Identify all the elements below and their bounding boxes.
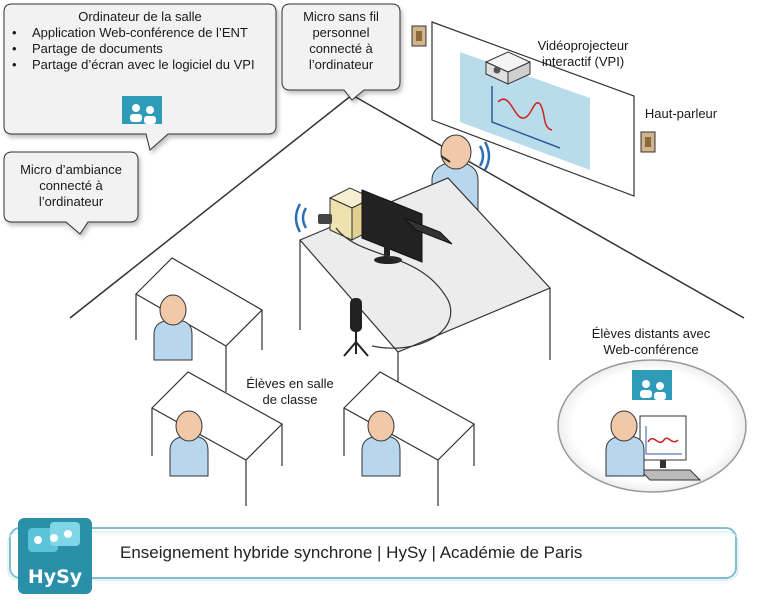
student-desk-1 [135,257,263,392]
wireless-mic-callout [281,3,401,101]
projection-screen [431,21,635,197]
footer-title: Enseignement hybride synchrone | HySy | … [120,543,583,562]
projector-label-line: interactif (VPI) [541,54,625,69]
hysy-logo-text: HySy [27,566,83,588]
ambient-mic-line: l’ordinateur [38,194,104,209]
remote-students-line: Web-conférence [603,342,699,357]
computer-callout-title: Ordinateur de la salle [78,9,202,24]
classroom-students-line: Élèves en salle [246,376,334,391]
wireless-mic-line: personnel [312,25,370,40]
videoconference-icon [632,370,672,400]
wireless-mic-callout-text: Micro sans fil personnel connecté à l’or… [284,9,398,73]
student-figure-2 [169,410,209,477]
ambient-mic-callout-text: Micro d’ambiance connecté à l’ordinateur [6,162,136,210]
hysy-logo [18,518,92,594]
desk-camera-mic-icon [294,203,332,233]
projector-icon [484,51,532,85]
remote-students-label: Élèves distants avec Web-conférence [576,326,726,358]
keyboard-icon [403,217,453,245]
student-figure-3 [361,410,401,477]
computer-callout-icon [122,96,162,124]
ambient-mic-callout [3,151,139,235]
list-item: Partage de documents [6,41,274,57]
student-desk-3 [343,371,475,506]
list-item: Application Web-conférence de l’ENT [6,25,274,41]
classroom-students-line: de classe [262,392,318,407]
list-item: Partage d’écran avec le logiciel du VPI [6,57,274,73]
monitor-icon [361,189,423,264]
ambient-mic-line: connecté à [39,178,103,193]
microphone-cable [335,227,452,349]
remote-students-zone [557,359,747,493]
speaker-left-icon [411,25,427,47]
ambient-mic-line: Micro d’ambiance [20,162,122,177]
student-figure-1 [153,294,193,361]
computer-callout-list: Application Web-conférence de l’ENT Part… [6,25,274,73]
wireless-mic-line: l’ordinateur [308,57,374,72]
projector-label: Vidéoprojecteur interactif (VPI) [526,38,640,70]
speaker-label: Haut-parleur [644,106,718,121]
ambient-microphone-icon [343,298,369,357]
projector-label-line: Vidéoprojecteur [537,38,629,53]
remote-student-figure [605,410,645,477]
footer-bar [7,527,739,581]
remote-students-line: Élèves distants avec [591,326,711,341]
student-desk-2 [151,371,283,506]
classroom-students-label: Élèves en salle de classe [240,376,340,408]
wireless-mic-line: Micro sans fil [303,9,379,24]
wireless-mic-line: connecté à [309,41,373,56]
speaker-right-icon [640,131,656,153]
remote-computer-icon [638,415,702,481]
